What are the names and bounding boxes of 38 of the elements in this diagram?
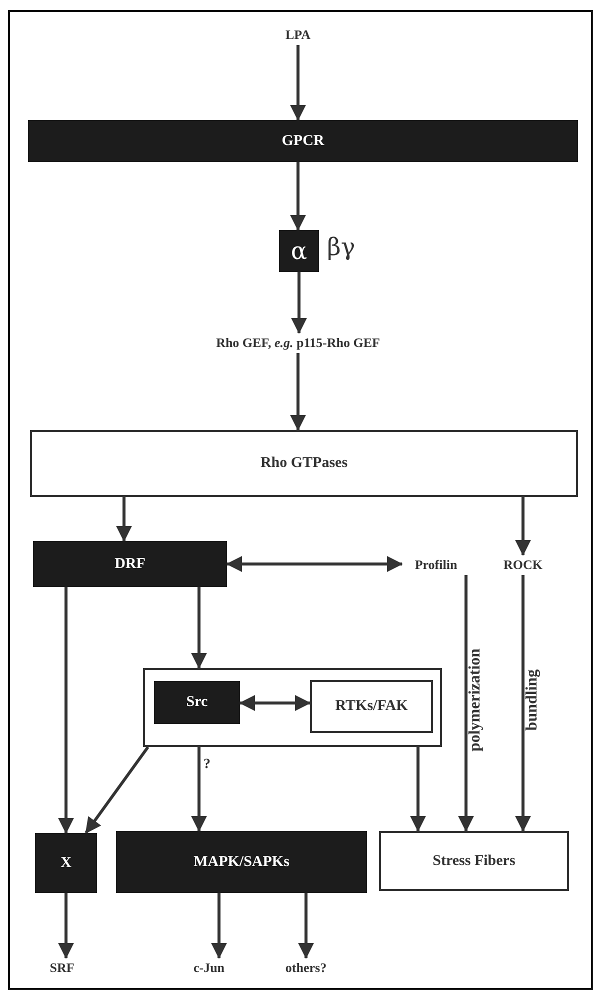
- node-label: others?: [272, 958, 340, 978]
- edge-label: bundling: [524, 669, 540, 731]
- node-label: SRF: [42, 958, 82, 978]
- arrow: [58, 587, 74, 834]
- edge-label: polymerization: [467, 648, 484, 752]
- dark-box: Src: [154, 681, 240, 724]
- arrow: [211, 893, 227, 959]
- node-label: Rho GEF, e.g. p115-Rho GEF: [170, 333, 426, 353]
- group-box: [143, 668, 442, 747]
- arrow: [458, 575, 474, 832]
- arrow: [515, 497, 531, 556]
- node-label: LPA: [272, 25, 324, 45]
- arrow: [290, 162, 306, 231]
- arrow: [298, 893, 314, 959]
- arrow: [58, 893, 74, 959]
- dark-box: MAPK/SAPKs: [116, 831, 367, 893]
- node-label: ROCK: [495, 555, 551, 575]
- arrow: [515, 575, 531, 832]
- process-box: Rho GTPases: [30, 430, 578, 497]
- arrow: [191, 587, 207, 669]
- arrow: [116, 497, 132, 542]
- node-label: c-Jun: [183, 958, 235, 978]
- arrow: [291, 272, 307, 334]
- arrow: [410, 747, 426, 832]
- dark-box: DRF: [33, 541, 227, 587]
- dark-box: X: [35, 833, 97, 893]
- dark-box: α: [279, 230, 319, 272]
- arrow: [84, 746, 150, 834]
- process-box: RTKs/FAK: [310, 680, 433, 733]
- node-label: Profilin: [402, 555, 470, 575]
- process-box: Stress Fibers: [379, 831, 569, 891]
- arrow: [226, 556, 403, 572]
- arrow: [290, 353, 306, 431]
- arrow: [290, 45, 306, 121]
- arrow: [239, 695, 311, 711]
- arrow: [191, 747, 207, 832]
- subunit-label: βγ: [327, 233, 356, 261]
- dark-box: GPCR: [28, 120, 578, 162]
